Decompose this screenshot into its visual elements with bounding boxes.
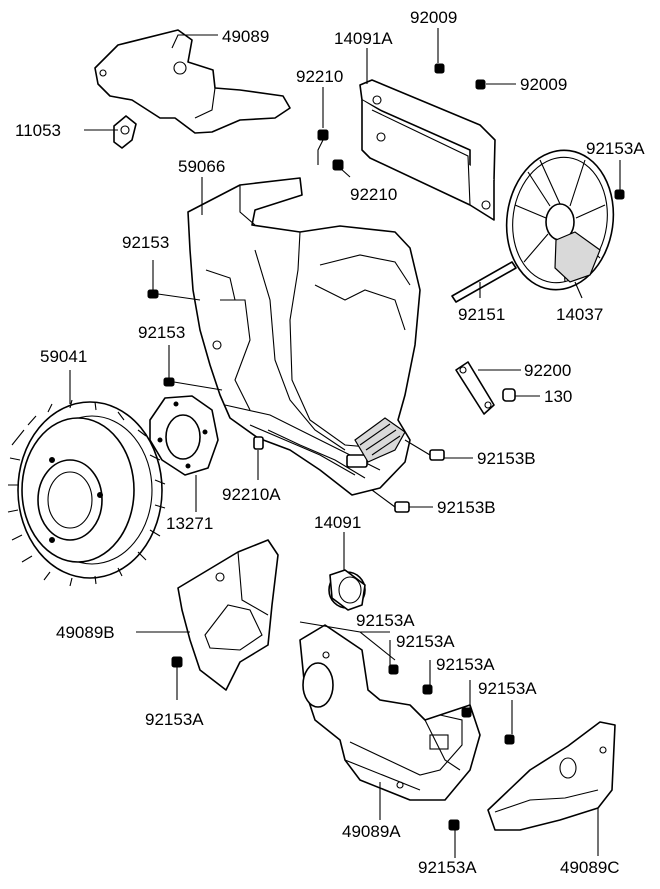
bolt-92153A-3 bbox=[461, 707, 472, 718]
label-92153A-2: 92153A bbox=[396, 632, 455, 651]
label-92153A-bottom: 92153A bbox=[418, 858, 477, 877]
label-92153A-left: 92153A bbox=[145, 710, 204, 729]
label-92210-lower: 92210 bbox=[350, 185, 397, 204]
label-49089B: 49089B bbox=[56, 623, 115, 642]
label-14091: 14091 bbox=[314, 513, 361, 532]
label-14037: 14037 bbox=[556, 305, 603, 324]
fan-59041 bbox=[7, 399, 166, 587]
leader-lines bbox=[69, 28, 621, 858]
pin-92210-upper bbox=[317, 129, 329, 165]
label-14091A: 14091A bbox=[334, 29, 393, 48]
label-92009-right: 92009 bbox=[520, 75, 567, 94]
label-92153B-lower: 92153B bbox=[437, 498, 496, 517]
label-49089C: 49089C bbox=[560, 858, 620, 877]
label-92153A-4: 92153A bbox=[478, 679, 537, 698]
label-49089A: 49089A bbox=[342, 822, 401, 841]
label-92153A-topright: 92153A bbox=[586, 139, 645, 158]
label-92153B-upper: 92153B bbox=[477, 449, 536, 468]
bolt-92009-right bbox=[475, 79, 486, 90]
pin-92210A bbox=[253, 436, 264, 450]
label-92009-top: 92009 bbox=[410, 8, 457, 27]
label-92210A: 92210A bbox=[222, 485, 281, 504]
cover-49089A bbox=[299, 624, 481, 801]
gasket-13271 bbox=[149, 395, 219, 476]
bolt-92153B-lower bbox=[371, 489, 410, 513]
label-92200: 92200 bbox=[524, 361, 571, 380]
bolt-92153A-bottom bbox=[448, 819, 460, 831]
label-59041: 59041 bbox=[40, 347, 87, 366]
label-11053: 11053 bbox=[15, 121, 61, 140]
label-92153-upper: 92153 bbox=[122, 233, 169, 252]
bracket-11053 bbox=[113, 115, 137, 149]
cover-49089C bbox=[487, 721, 616, 831]
collar-14091 bbox=[328, 569, 366, 611]
bolt-92153A-4 bbox=[504, 734, 515, 745]
pin-130 bbox=[502, 388, 516, 402]
label-13271: 13271 bbox=[166, 514, 213, 533]
bolt-92153A-topright bbox=[614, 189, 625, 200]
bolt-92153B-upper bbox=[404, 439, 445, 461]
bracket-14091A bbox=[359, 79, 496, 221]
label-92153A-3: 92153A bbox=[436, 655, 495, 674]
label-92153-lower: 92153 bbox=[138, 323, 185, 342]
label-92210-upper: 92210 bbox=[296, 67, 343, 86]
label-92153A-1: 92153A bbox=[356, 611, 415, 630]
bolt-92153A-1 bbox=[388, 664, 399, 675]
bolt-92153-upper bbox=[147, 289, 201, 301]
cover-49089B bbox=[177, 539, 279, 691]
bolt-92153A-left bbox=[171, 656, 183, 668]
label-130: 130 bbox=[544, 387, 572, 406]
fan-housing-59066 bbox=[187, 177, 421, 496]
cover-plate-49089 bbox=[94, 29, 291, 134]
bolt-92009-top bbox=[434, 63, 445, 74]
label-92151: 92151 bbox=[458, 305, 505, 324]
link-plate-92200 bbox=[455, 361, 495, 415]
screen-disc-14037 bbox=[505, 149, 615, 291]
pin-92210-lower bbox=[332, 159, 344, 171]
label-49089: 49089 bbox=[222, 27, 269, 46]
bolt-92153A-2 bbox=[422, 684, 433, 695]
bolt-92153-lower bbox=[163, 377, 223, 391]
label-59066: 59066 bbox=[178, 157, 225, 176]
part-labels: 49089 14091A 92009 92009 92210 11053 922… bbox=[15, 8, 645, 877]
stud-92151 bbox=[451, 261, 517, 303]
